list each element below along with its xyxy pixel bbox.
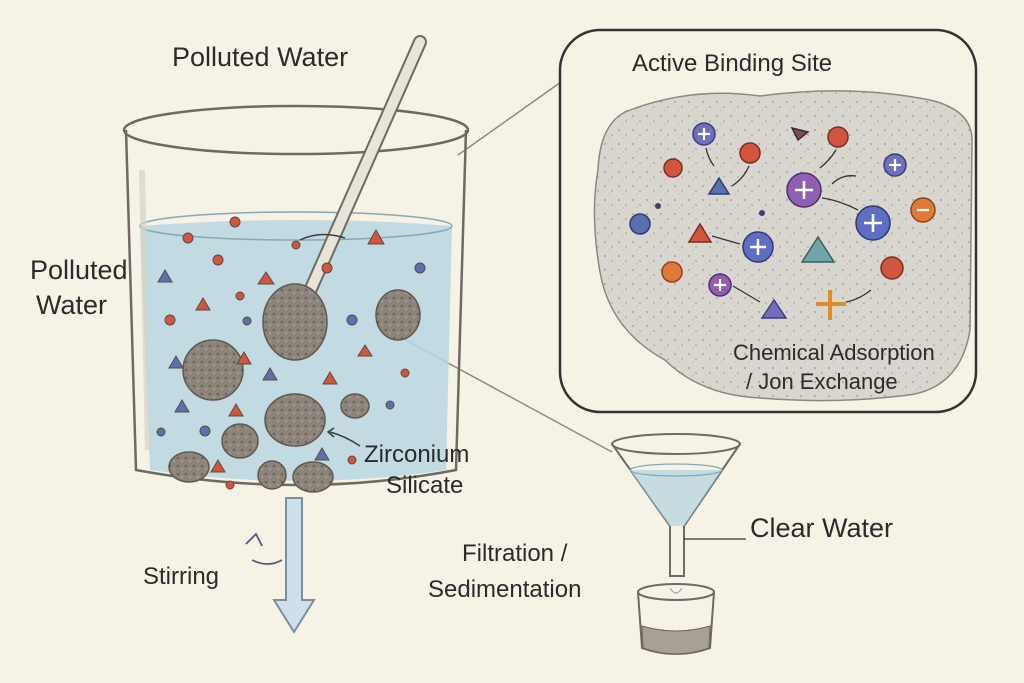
silicate-surface (593, 90, 973, 402)
positive-ion (692, 122, 716, 146)
chemical-adsorption-label-line2: / Jon Exchange (746, 369, 898, 394)
positive-ion (742, 231, 774, 263)
binding-arrows (705, 147, 872, 303)
negative-ion (910, 197, 936, 223)
stirring-label: Stirring (143, 563, 220, 590)
polluted-water-side-label-line2: Water (36, 290, 108, 320)
polluted-water-side-label-line1: Polluted (30, 255, 128, 285)
magnifier-callout-icon (558, 28, 978, 414)
stirring-rod-icon (299, 35, 427, 307)
positive-ion (855, 205, 891, 241)
polluted-water-top-label: Polluted Water (172, 42, 349, 72)
positive-ion (883, 153, 907, 177)
filtration-label-line1: Filtration / (462, 540, 568, 567)
binding-site-ions (629, 122, 936, 320)
pollutant-particles (156, 216, 426, 490)
active-binding-site-label: Active Binding Site (632, 50, 833, 77)
zirconium-silicate-label-line2: Silicate (386, 472, 464, 499)
chemical-adsorption-label-line1: Chemical Adsorption (733, 340, 935, 365)
filtration-label-line2: Sedimentation (428, 576, 582, 603)
outlet-arrow (272, 497, 316, 634)
zirconium-silicate-label-line1: Zirconium (364, 441, 470, 468)
beaker-rim (122, 104, 470, 156)
collection-cup-icon (637, 583, 715, 655)
funnel-icon (611, 433, 746, 577)
positive-ion (786, 172, 822, 208)
zirconium-silicate-clumps (168, 283, 421, 493)
stirring-curl-icon (245, 532, 283, 565)
positive-ion (708, 273, 732, 297)
zirconium-pointer (326, 427, 361, 447)
funnel-water (630, 470, 722, 526)
clear-water-label: Clear Water (750, 513, 894, 543)
